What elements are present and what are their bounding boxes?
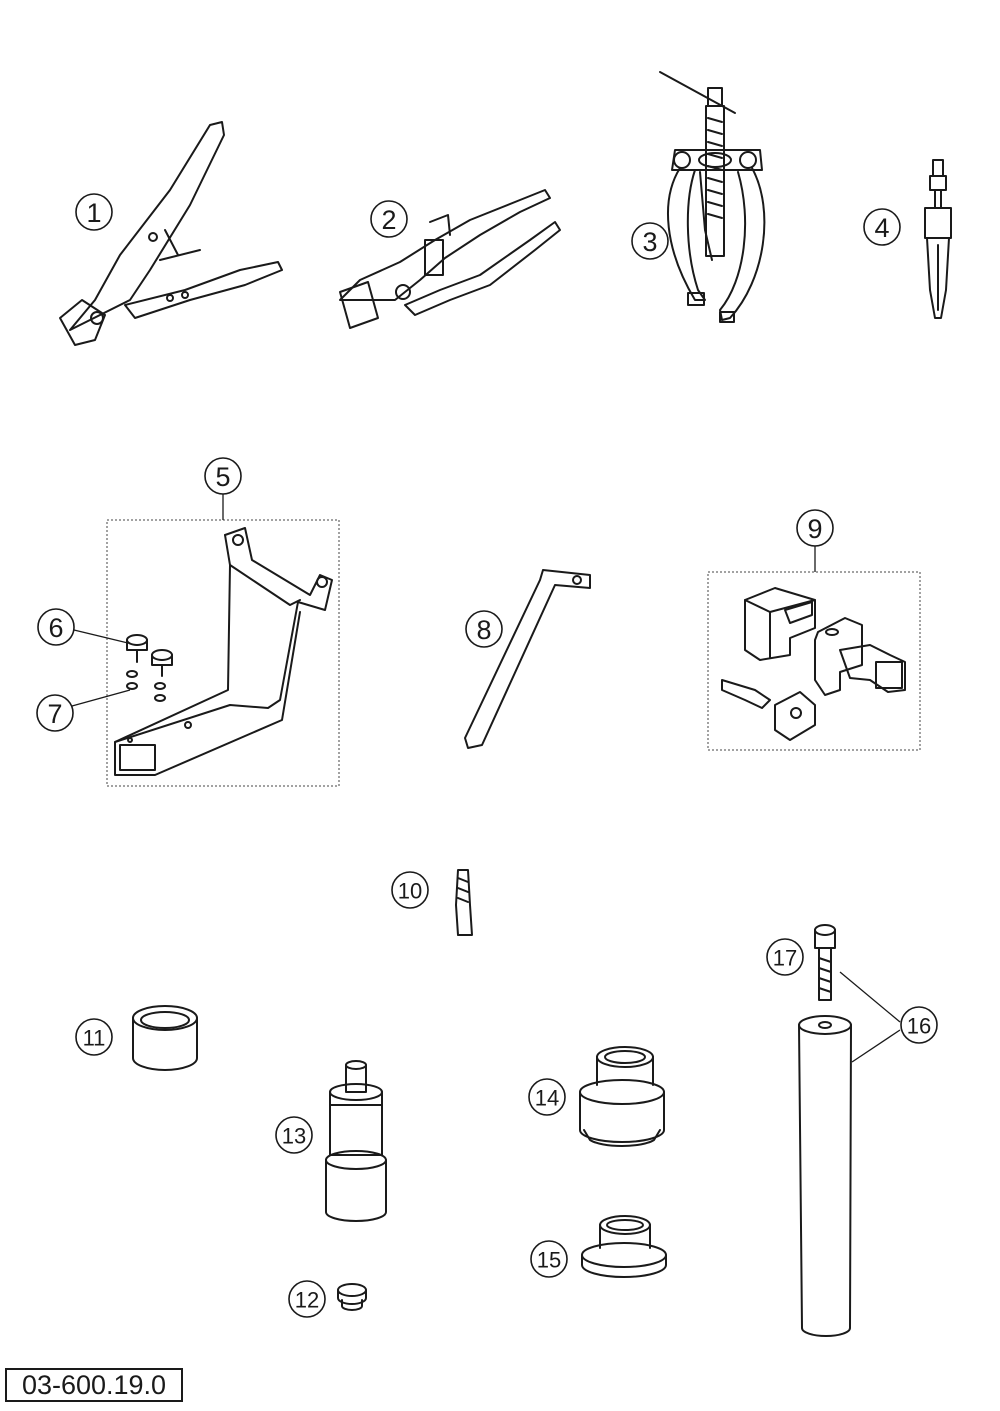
- callout-7: 7: [36, 694, 74, 732]
- callout-1: 1: [75, 193, 113, 231]
- svg-text:12: 12: [295, 1288, 319, 1313]
- part-3-puller: [659, 71, 766, 323]
- svg-text:3: 3: [642, 227, 657, 257]
- svg-text:9: 9: [807, 514, 822, 544]
- part-2-clamp-pliers: [339, 189, 561, 329]
- svg-text:14: 14: [535, 1086, 559, 1111]
- svg-text:2: 2: [381, 205, 396, 235]
- part-13-drift: [325, 1060, 387, 1222]
- leader-6: [73, 629, 129, 644]
- leader-lines: [71, 494, 901, 1063]
- callout-17: 17: [766, 938, 804, 976]
- svg-text:15: 15: [537, 1248, 561, 1273]
- part-16-extension-bar: [798, 1015, 852, 1337]
- callout-15: 15: [530, 1240, 568, 1278]
- svg-text:13: 13: [282, 1124, 306, 1149]
- part-12-cap: [337, 1283, 367, 1311]
- part-11-sleeve: [132, 1005, 198, 1071]
- svg-text:6: 6: [48, 613, 63, 643]
- svg-text:7: 7: [47, 699, 62, 729]
- leader-16b: [851, 1029, 901, 1063]
- callout-6: 6: [37, 608, 75, 646]
- part-15-pressing-ring: [581, 1215, 667, 1278]
- part-10-bit: [455, 869, 473, 936]
- callout-8: 8: [465, 610, 503, 648]
- svg-text:4: 4: [874, 213, 889, 243]
- callout-11: 11: [75, 1018, 113, 1056]
- callout-16: 16: [900, 1006, 938, 1044]
- callout-4: 4: [863, 208, 901, 246]
- leader-7: [71, 689, 131, 707]
- part-8-holding-wrench: [464, 569, 591, 749]
- svg-text:8: 8: [476, 615, 491, 645]
- group-box-part-9: [707, 571, 921, 751]
- part-7-nuts: [126, 670, 166, 702]
- callout-5: 5: [204, 457, 242, 495]
- part-5-engine-stand-bracket: [114, 527, 333, 776]
- callout-9: 9: [796, 509, 834, 547]
- callout-13: 13: [275, 1116, 313, 1154]
- svg-text:5: 5: [215, 462, 230, 492]
- callout-10: 10: [391, 871, 429, 909]
- svg-text:11: 11: [83, 1026, 106, 1051]
- part-9-chain-riveting-tool: [721, 587, 906, 741]
- part-6-screws: [126, 634, 173, 677]
- part-17-screw: [814, 924, 836, 1001]
- callout-14: 14: [528, 1078, 566, 1116]
- svg-text:17: 17: [773, 946, 797, 971]
- part-4-puller-insert: [924, 159, 952, 319]
- svg-text:10: 10: [398, 879, 422, 904]
- svg-text:1: 1: [86, 198, 101, 228]
- part-14-pressing-tool: [579, 1046, 665, 1147]
- leader-16a: [839, 971, 901, 1023]
- callout-2: 2: [370, 200, 408, 238]
- callout-12: 12: [288, 1280, 326, 1318]
- part-1-hose-clamp-pliers: [59, 121, 283, 346]
- svg-text:16: 16: [907, 1014, 931, 1039]
- callout-3: 3: [631, 222, 669, 260]
- diagram-code-label: 03-600.19.0: [5, 1368, 183, 1402]
